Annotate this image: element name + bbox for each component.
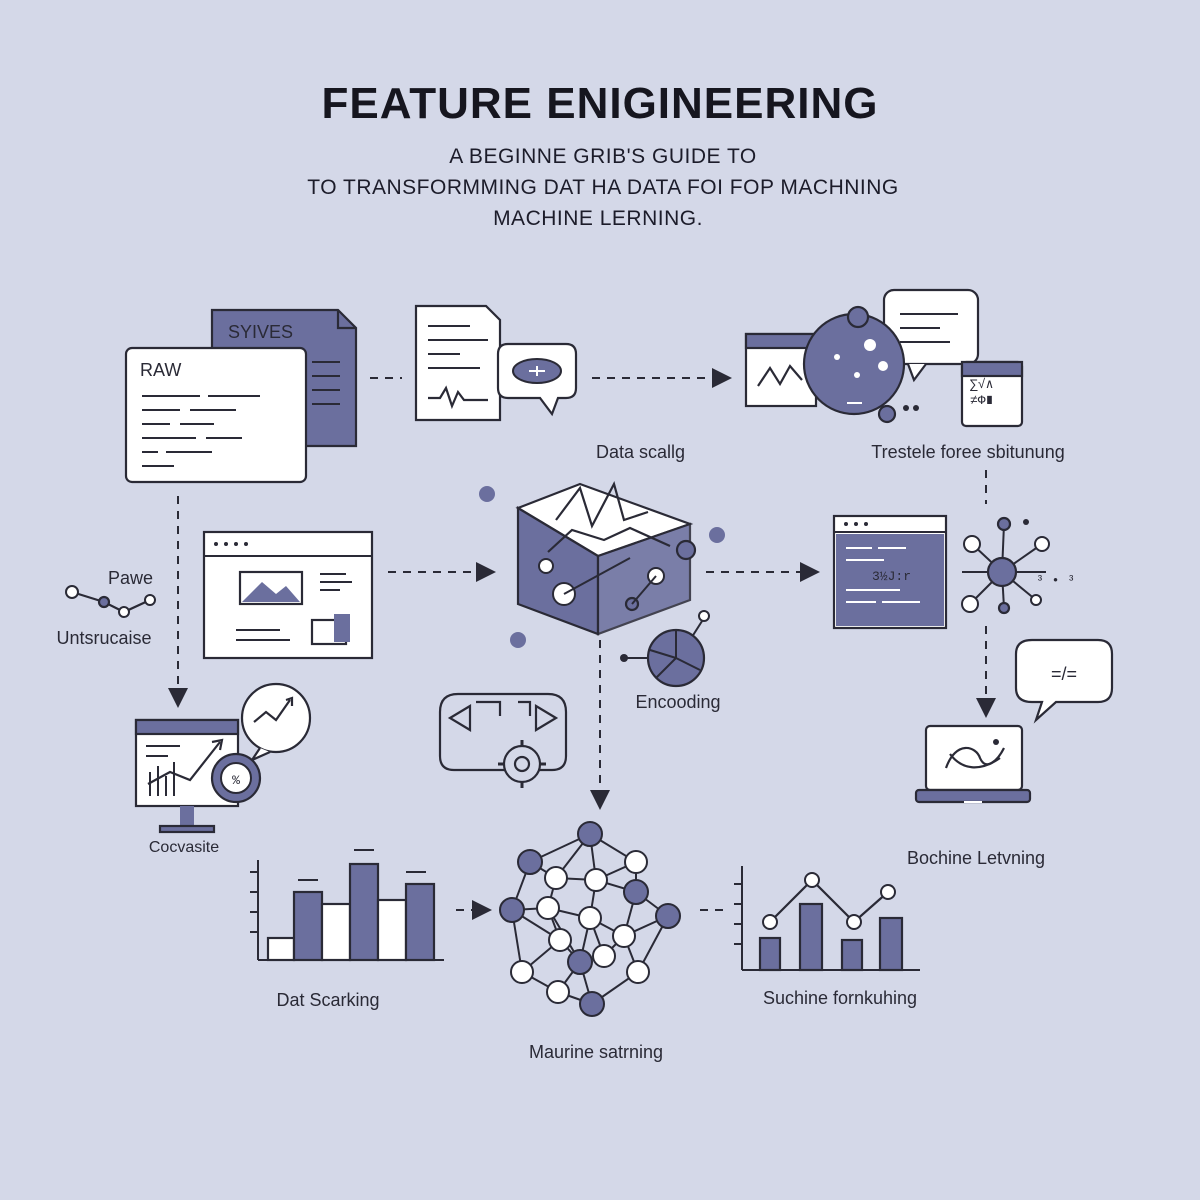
subtitle-line-2: TO TRANSFORMMING DAT HA DATA FOI FOP MAC…	[307, 176, 899, 199]
speech-bubble-icon: =/=	[1014, 638, 1114, 724]
neural-network-icon	[499, 821, 681, 1017]
browser-window-icon	[202, 530, 374, 660]
line-bar-chart-icon	[734, 866, 920, 972]
network-node	[567, 949, 593, 975]
pawe-label: Pawe	[108, 568, 153, 588]
calc-top-text: ∑√∧	[970, 377, 993, 392]
untsrucaise-label: Untsrucaise	[56, 628, 151, 648]
envelope-gear-icon	[438, 692, 568, 788]
network-node	[548, 928, 572, 952]
node-text: ³ • ³	[1036, 573, 1075, 588]
speech-eq-text: =/=	[1051, 664, 1077, 684]
network-node	[624, 850, 648, 874]
network-node	[626, 960, 650, 984]
network-node	[592, 944, 616, 968]
network-node	[499, 897, 525, 923]
trestele-label: Trestele foree sbitunung	[871, 442, 1064, 462]
raw-label: RAW	[140, 360, 181, 380]
network-node	[623, 879, 649, 905]
dat-scarking-label: Dat Scarking	[276, 990, 379, 1010]
subtitle-line-3: MACHINE LERNING.	[493, 207, 703, 230]
sphere-analysis-icon: ∑√∧ ≠Φ∎	[744, 288, 1024, 428]
laptop-icon	[914, 724, 1032, 804]
monitor-chart-icon: %	[134, 682, 312, 834]
encoding-label: Encooding	[635, 692, 720, 712]
maurine-label: Maurine satrning	[529, 1042, 663, 1062]
suchine-label: Suchine fornkuhing	[763, 988, 917, 1008]
network-node	[612, 924, 636, 948]
network-mini-icon: Pawe	[65, 568, 156, 618]
network-node	[517, 849, 543, 875]
node-graph-icon: ³ • ³	[961, 516, 1075, 615]
pie-chart-icon	[620, 610, 710, 688]
bochine-label: Bochine Letvning	[907, 848, 1045, 868]
network-node	[510, 960, 534, 984]
page-title: FEATURE ENIGINEERING	[321, 79, 878, 128]
code-text: 3½J:r	[872, 569, 911, 584]
network-node	[584, 868, 608, 892]
code-window-icon: 3½J:r	[832, 514, 948, 630]
subtitle-line-1: A BEGINNE GRIB'S GUIDE TO	[449, 145, 756, 168]
cocvasite-label: Cocvasite	[149, 839, 219, 856]
document-icon	[414, 304, 578, 422]
network-node	[578, 906, 602, 930]
syives-label: SYIVES	[228, 322, 293, 342]
network-node	[544, 866, 568, 890]
data-scaling-label: Data scallg	[596, 442, 685, 462]
calc-bottom-text: ≠Φ∎	[970, 393, 993, 408]
network-node	[655, 903, 681, 929]
network-node	[546, 980, 570, 1004]
data-cube-icon	[479, 481, 725, 648]
network-node	[579, 991, 605, 1017]
bar-chart-icon	[250, 849, 444, 962]
percent-badge-text: %	[232, 773, 240, 788]
network-node	[536, 896, 560, 920]
raw-documents-icon: SYIVES RAW	[124, 308, 358, 484]
network-node	[577, 821, 603, 847]
